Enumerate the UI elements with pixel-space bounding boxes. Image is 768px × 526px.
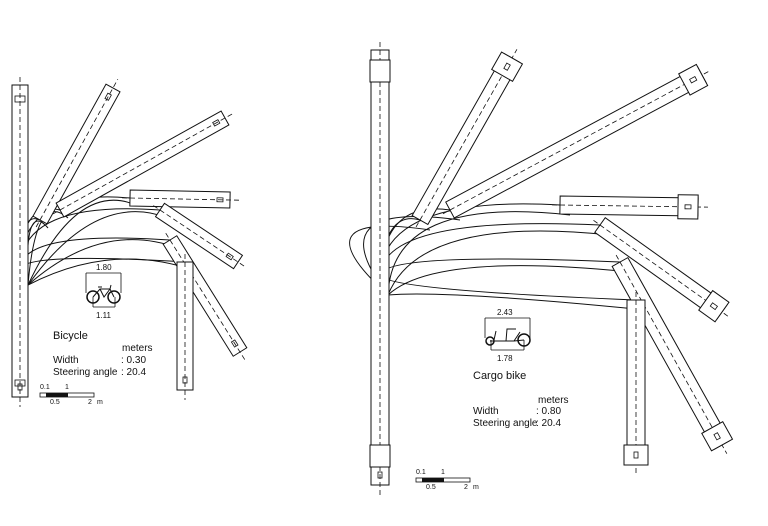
bicycle-width-label: Width: [53, 355, 79, 366]
cargo-turn-position: [442, 63, 712, 219]
cargo-wheelbase-dim: 1.78: [497, 354, 513, 363]
scale-tick: 0.5: [426, 484, 436, 491]
cargo-steering-value: : 20.4: [536, 418, 562, 429]
bicycle-steering-label: Steering angle: [53, 367, 118, 378]
cargo-bike-icon: [485, 328, 531, 347]
bicycle-straight-position: [11, 77, 29, 407]
cargo-steering-label: Steering angle: [473, 418, 538, 429]
scale-tick: 0.5: [50, 399, 60, 406]
turn-path-curve: [379, 258, 621, 276]
turn-path-curve: [349, 225, 431, 296]
bicycle-wheelbase-dim: 1.11: [96, 311, 111, 320]
turn-path-curve: [387, 293, 647, 311]
cargo-title: Cargo bike: [473, 370, 527, 382]
turn-path-curve: [387, 211, 571, 296]
cargo-straight-position: [370, 42, 390, 495]
cargo-units: meters: [538, 395, 569, 406]
scale-tick: 0.1: [416, 469, 426, 476]
wheel-cap: [491, 51, 524, 82]
cargo-length-dim: 2.43: [497, 308, 513, 317]
scale-tick: 1: [65, 384, 69, 391]
turn-path-curve: [27, 239, 179, 286]
bicycle-turn-position: [121, 189, 241, 209]
wheel-cap: [623, 444, 649, 466]
turn-path-curve: [379, 203, 561, 276]
wheel-cap: [677, 194, 699, 220]
wheel-cap: [701, 421, 734, 452]
bicycle-width-value: : 0.30: [121, 355, 147, 366]
scale-unit: m: [473, 484, 479, 491]
turn-path-curve: [379, 274, 637, 301]
bicycle-turn-position: [32, 79, 121, 228]
cargo-turn-position: [411, 49, 524, 228]
scale-unit: m: [97, 399, 103, 406]
cargo-turn-position: [623, 292, 649, 475]
bicycle-steering-value: : 20.4: [121, 367, 147, 378]
scale-tick: 2: [464, 484, 468, 491]
scale-tick: 1: [441, 469, 445, 476]
bicycle-icon: [86, 284, 121, 304]
bicycle-turn-position: [176, 254, 194, 400]
bicycle-turn-position: [52, 110, 234, 218]
cargo-width-value: : 0.80: [536, 406, 562, 417]
cargo-turn-position: [551, 194, 709, 220]
turn-path-curve: [27, 199, 139, 286]
scale-tick: 2: [88, 399, 92, 406]
turn-path-curve: [27, 211, 169, 286]
turn-path-curve: [387, 230, 611, 296]
scale-bar: [415, 477, 471, 483]
turn-path-curve: [19, 237, 171, 271]
cargo-width-label: Width: [473, 406, 499, 417]
scale-bar: [39, 392, 95, 398]
scale-tick: 0.1: [40, 384, 50, 391]
bicycle-title: Bicycle: [53, 330, 88, 342]
wheel-cap: [698, 289, 730, 323]
bicycle-units: meters: [122, 343, 153, 354]
cargo-turn-position: [593, 216, 731, 323]
turn-path-curve: [387, 265, 631, 296]
bicycle-turn-position: [153, 202, 247, 270]
wheel-cap: [678, 63, 709, 96]
turn-path-curve: [27, 258, 194, 286]
bicycle-length-dim: 1.80: [96, 263, 112, 272]
